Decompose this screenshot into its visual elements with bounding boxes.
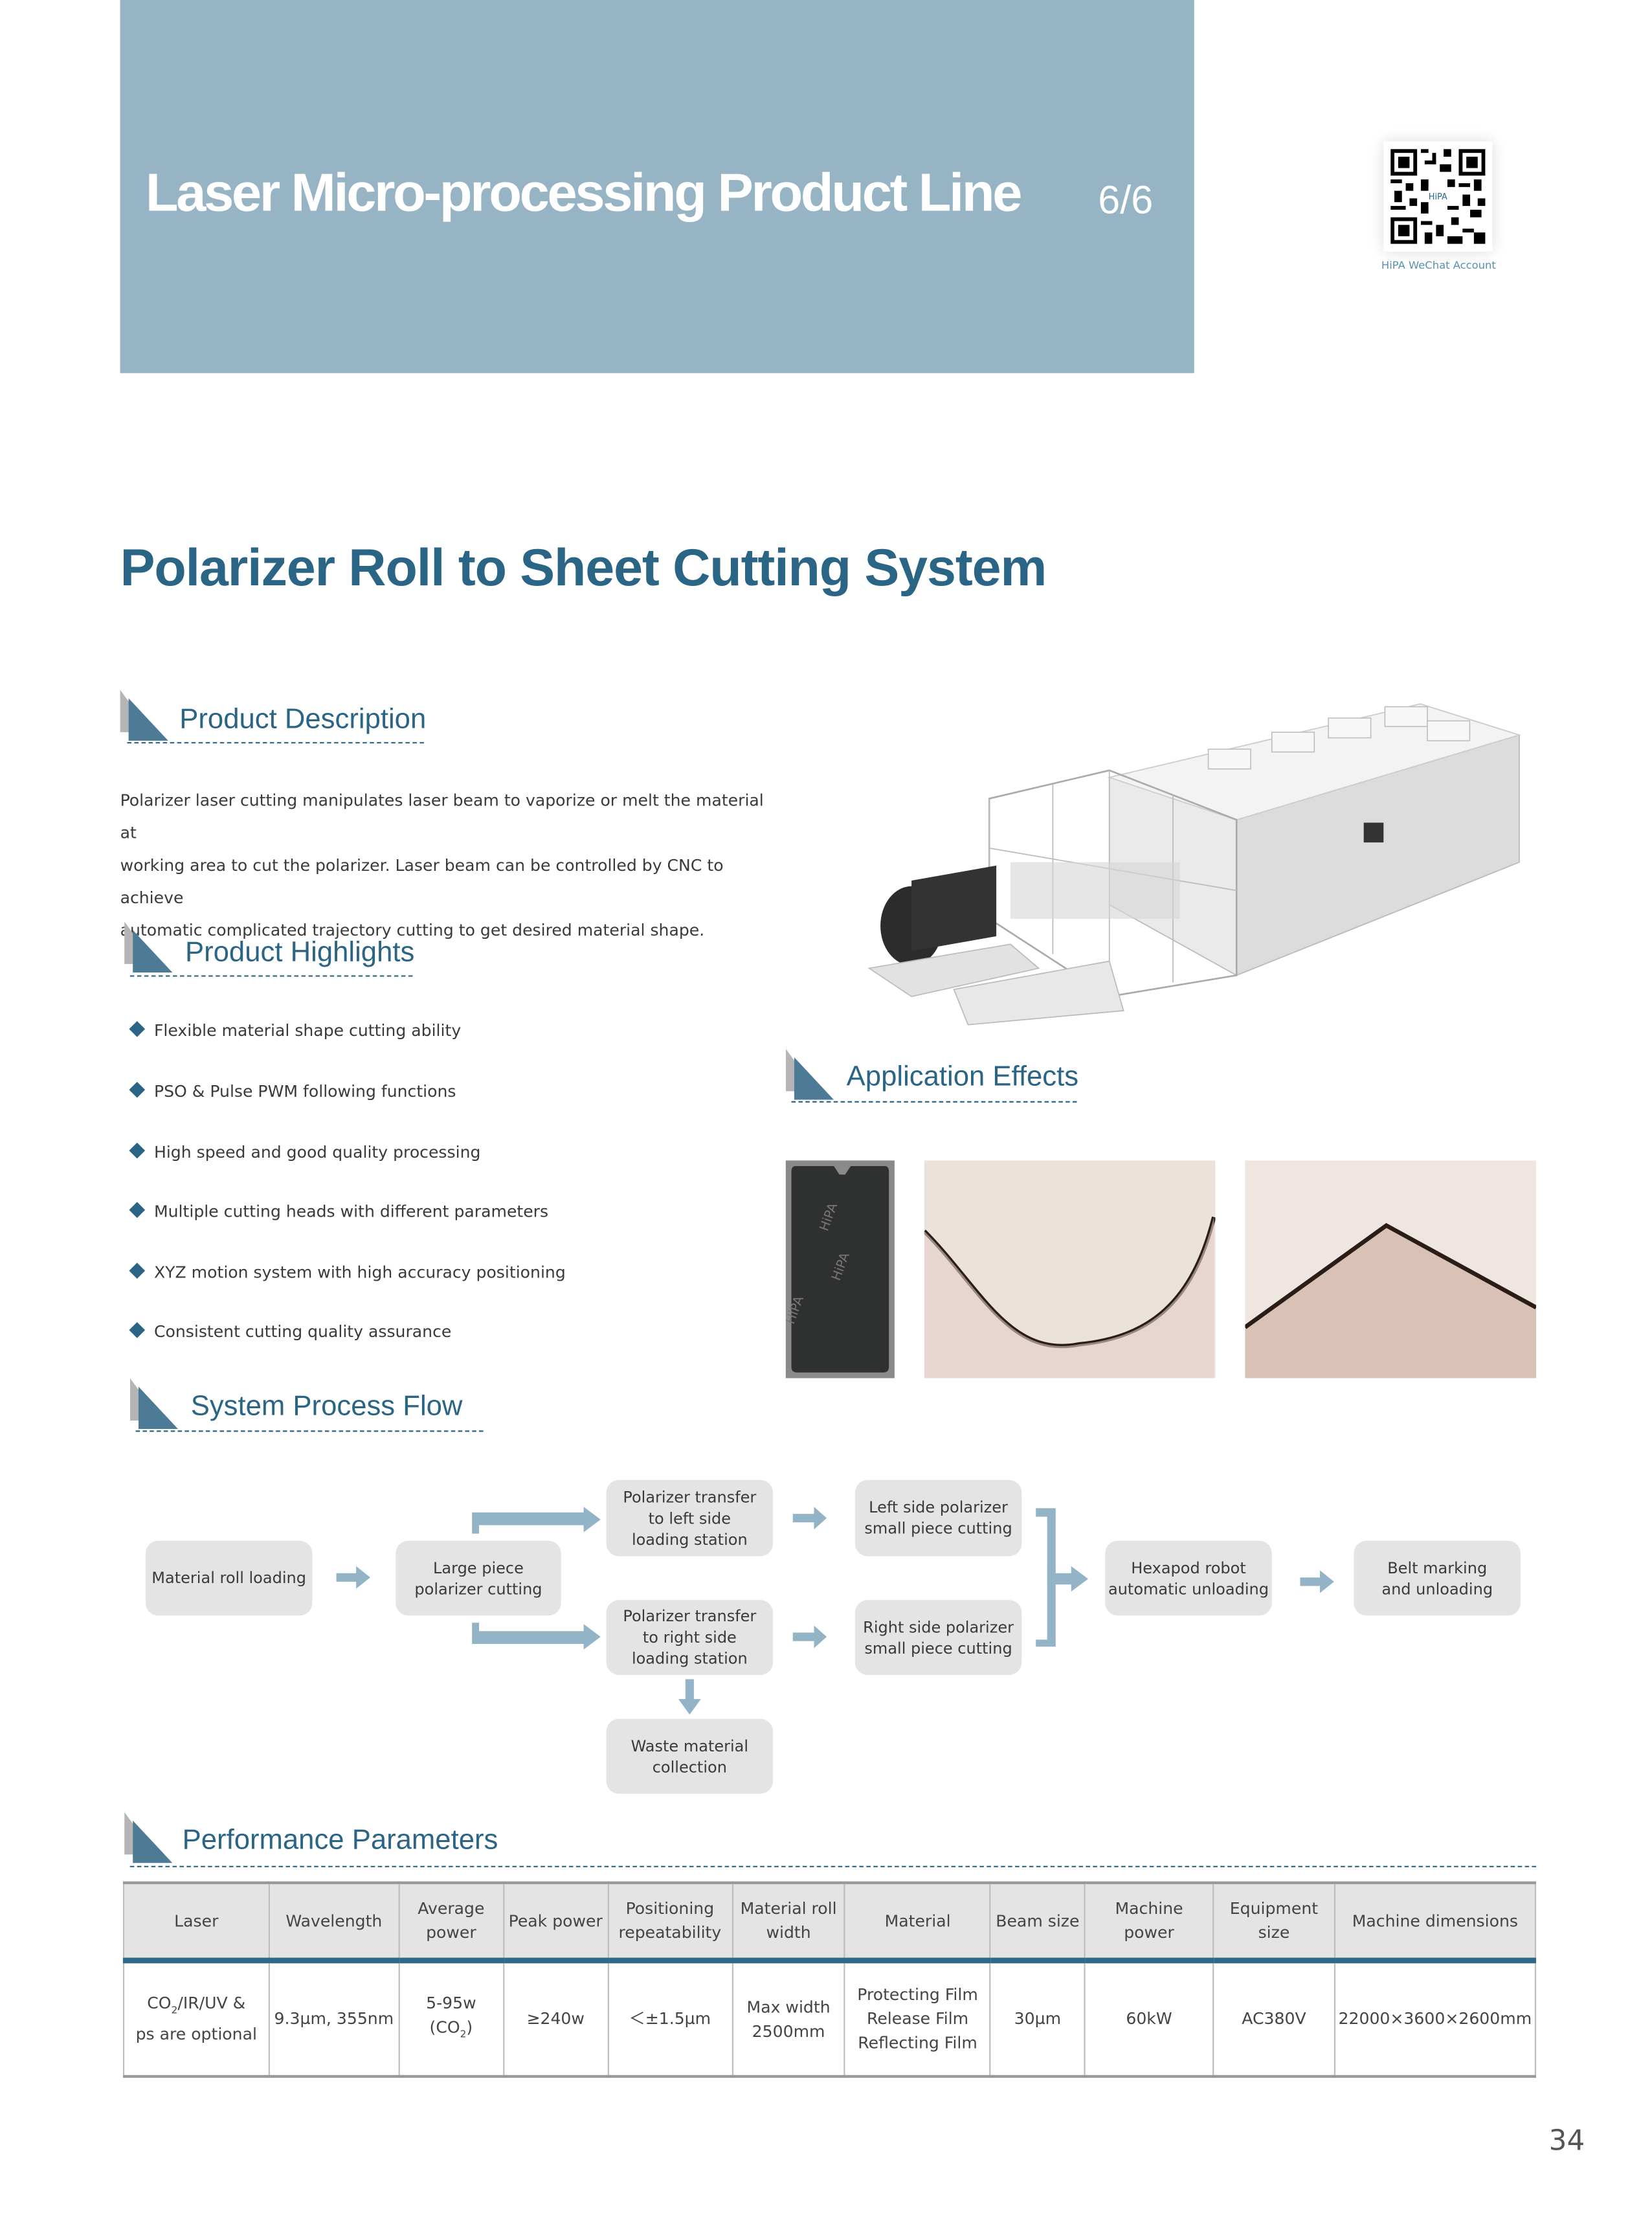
highlight-item: PSO & Pulse PWM following functions (129, 1081, 456, 1101)
cell-positioning: ＜±1.5µm (607, 1960, 732, 2076)
column-header: Equipment size (1212, 1882, 1335, 1964)
highlight-item: Multiple cutting heads with different pa… (129, 1201, 549, 1222)
table-row: CO2/IR/UV &ps are optional 9.3µm, 355nm … (122, 1960, 1537, 2076)
highlight-text: Multiple cutting heads with different pa… (153, 1201, 549, 1222)
description-line: Polarizer laser cutting manipulates lase… (120, 790, 764, 843)
cell-dimensions: 22000×3600×2600mm (1334, 1960, 1537, 2076)
page-number: 34 (1548, 2123, 1585, 2157)
header-banner: Laser Micro-processing Product Line 6/6 (120, 0, 1194, 374)
highlight-item: High speed and good quality processing (129, 1141, 481, 1162)
flow-step-hexapod: Hexapod robot automatic unloading (1105, 1540, 1272, 1616)
section-heading-application: Application Effects (846, 1061, 1079, 1093)
column-header: Positioning repeatability (607, 1882, 732, 1964)
header-title: Laser Micro-processing Product Line (145, 164, 1023, 223)
divider (129, 1865, 1537, 1867)
table-header-row: Laser Wavelength Average power Peak powe… (122, 1882, 1537, 1964)
page-indicator: 6/6 (1098, 178, 1154, 222)
performance-table: Laser Wavelength Average power Peak powe… (122, 1881, 1537, 2078)
cell-peak-power: ≥240w (502, 1960, 608, 2076)
highlight-item: Consistent cutting quality assurance (129, 1321, 452, 1342)
highlight-text: Consistent cutting quality assurance (153, 1321, 452, 1342)
description-text: Polarizer laser cutting manipulates lase… (120, 785, 785, 947)
column-header: Peak power (502, 1882, 608, 1964)
section-triangle-icon (124, 1812, 173, 1863)
cell-machine-power: 60kW (1084, 1960, 1214, 2076)
column-header: Machine dimensions (1334, 1882, 1537, 1964)
branch-arrow-down-icon (472, 1623, 601, 1650)
divider (127, 742, 424, 744)
branch-arrow-up-icon (472, 1507, 601, 1534)
column-header: Material roll width (731, 1882, 845, 1964)
divider (791, 1101, 1077, 1103)
main-title: Polarizer Roll to Sheet Cutting System (120, 538, 1047, 597)
section-heading-highlights: Product Highlights (184, 937, 415, 969)
arrow-right-icon (792, 1625, 827, 1648)
flow-step-transfer-right: Polarizer transfer to right side loading… (606, 1600, 774, 1675)
corner-cut-micrograph (1245, 1160, 1537, 1378)
svg-text:HiPA: HiPA (1429, 192, 1447, 202)
flow-step-belt: Belt marking and unloading (1354, 1540, 1521, 1616)
qr-code-icon: HiPA (1383, 141, 1493, 252)
cell-average-power: 5-95w (CO2) (398, 1960, 504, 2076)
column-header: Average power (398, 1882, 504, 1964)
highlight-text: XYZ motion system with high accuracy pos… (153, 1262, 566, 1283)
section-triangle-icon (120, 690, 168, 741)
cell-wavelength: 9.3µm, 355nm (268, 1960, 399, 2076)
qr-caption: HiPA WeChat Account (1381, 258, 1496, 272)
highlight-item: Flexible material shape cutting ability (129, 1020, 462, 1040)
highlight-item: XYZ motion system with high accuracy pos… (129, 1262, 566, 1283)
cell-laser: CO2/IR/UV &ps are optional (122, 1960, 269, 2076)
arrow-down-icon (678, 1679, 701, 1715)
flow-step-material-roll: Material roll loading (145, 1540, 313, 1616)
section-heading-performance: Performance Parameters (182, 1825, 498, 1856)
column-header: Beam size (989, 1882, 1085, 1964)
arrow-right-icon (792, 1507, 827, 1530)
column-header: Wavelength (268, 1882, 399, 1964)
section-heading-description: Product Description (179, 704, 427, 736)
section-triangle-icon (785, 1048, 834, 1100)
flow-step-transfer-left: Polarizer transfer to left side loading … (606, 1479, 774, 1557)
divider (135, 1430, 484, 1432)
section-heading-flow: System Process Flow (190, 1391, 463, 1422)
description-line: working area to cut the polarizer. Laser… (120, 855, 724, 908)
flow-step-large-piece: Large piece polarizer cutting (396, 1540, 561, 1616)
highlight-text: PSO & Pulse PWM following functions (153, 1081, 456, 1101)
cell-equipment-size: AC380V (1212, 1960, 1335, 2076)
flow-step-right-cut: Right side polarizer small piece cutting (854, 1600, 1022, 1675)
arrow-right-icon (336, 1566, 370, 1589)
flow-step-left-cut: Left side polarizer small piece cutting (854, 1479, 1022, 1557)
arrow-right-icon (1300, 1570, 1334, 1593)
divider (129, 975, 413, 977)
description-line: automatic complicated trajectory cutting… (120, 920, 705, 940)
column-header: Material (844, 1882, 990, 1964)
section-triangle-icon (129, 1378, 179, 1430)
column-header: Machine power (1084, 1882, 1214, 1964)
cell-beam-size: 30µm (989, 1960, 1085, 2076)
highlight-text: Flexible material shape cutting ability (153, 1020, 462, 1040)
machine-illustration (867, 703, 1521, 1026)
column-header: Laser (122, 1882, 269, 1964)
flow-step-waste: Waste material collection (606, 1718, 774, 1794)
merge-bracket-icon (1036, 1508, 1088, 1647)
highlight-text: High speed and good quality processing (153, 1141, 481, 1162)
curve-cut-micrograph (924, 1160, 1216, 1378)
section-triangle-icon (124, 921, 173, 972)
